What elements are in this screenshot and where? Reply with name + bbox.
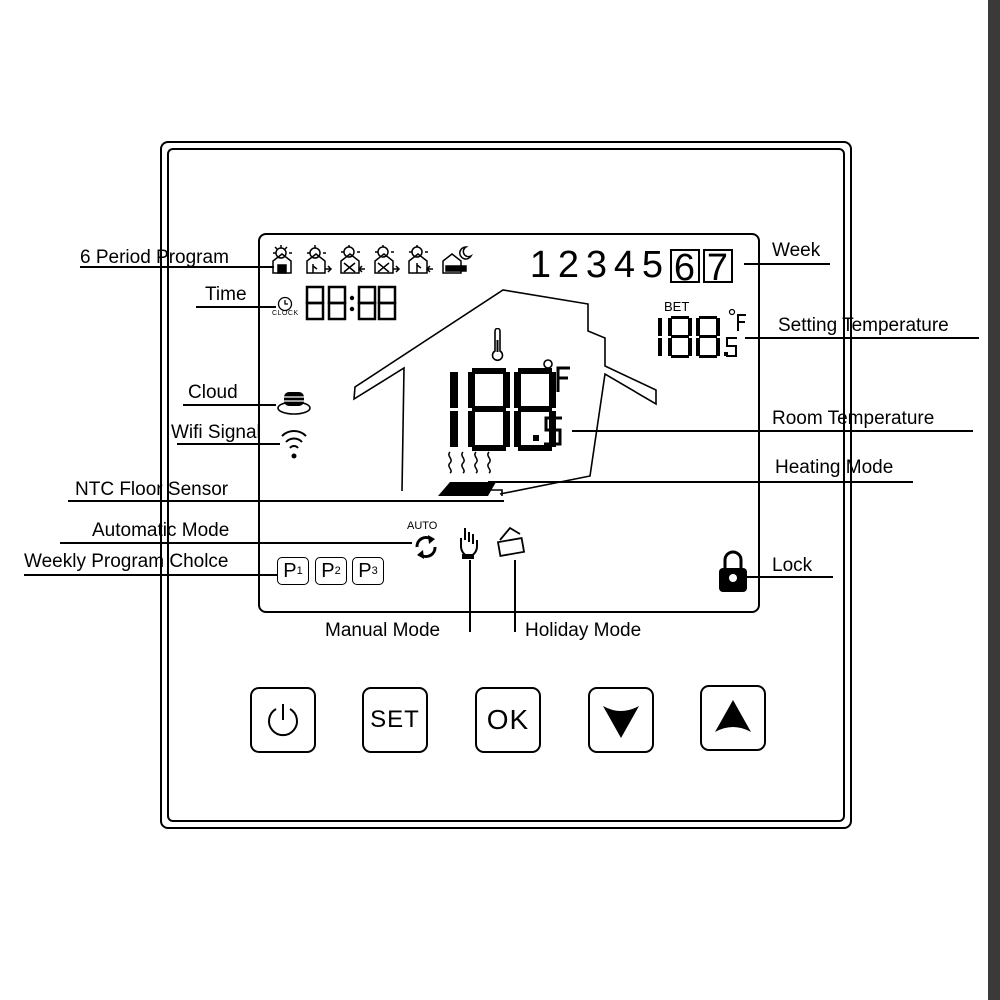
set-decimal-digit [726,337,737,357]
house-outline [353,289,657,495]
leader-line [514,560,516,632]
leader-line [177,443,280,445]
week-day: 5 [641,244,665,286]
ok-button-label: OK [486,704,530,735]
return-icon [408,245,433,274]
up-arrow-icon [715,700,751,732]
down-arrow-icon [603,706,639,738]
sleep-icon [442,246,474,274]
week-day-boxed: 6 [670,248,700,287]
room-decimal-digit [544,416,562,446]
auto-label: AUTO [407,520,438,532]
manual-mode-icon [460,528,478,559]
label-cloud: Cloud [188,382,238,403]
program-number: 1 [296,565,303,577]
label-setting-temperature: Setting Temperature [778,315,949,336]
label-weekly-program-choice: Weekly Program Cholce [24,551,229,572]
leader-line [60,542,412,544]
return-icon [340,245,365,274]
period-program-icons [272,245,474,274]
leader-line [488,481,913,483]
set-button[interactable]: SET [362,687,428,753]
room-digit-8 [468,368,510,451]
room-decimal-point [533,435,539,441]
clock-icon [277,296,293,312]
set-temp-label: BET [664,299,690,314]
automatic-mode-icon [415,535,437,559]
up-button[interactable] [700,685,766,751]
time-digit [327,285,347,321]
leader-line [68,500,504,502]
set-decimal-point [724,352,728,356]
label-ntc-floor-sensor: NTC Floor Sensor [75,479,229,500]
week-day: 4 [613,244,637,286]
program-letter: P [283,559,297,582]
room-unit-fahrenheit [543,359,570,392]
down-button[interactable] [588,687,654,753]
label-time: Time [205,284,247,305]
wake-icon [272,245,292,274]
room-digit-1 [450,372,458,447]
set-button-label: SET [370,706,420,733]
wifi-signal-icon [281,430,307,459]
ok-button[interactable]: OK [475,687,541,753]
week-day: 1 [529,244,553,286]
leader-line [572,430,973,432]
label-lock: Lock [772,555,813,576]
leave-icon [306,245,333,274]
power-icon [268,704,298,737]
setting-temperature-display [658,316,728,358]
week-day: 3 [585,244,609,286]
set-digit-1 [658,318,662,356]
thermostat-body [160,141,852,829]
label-holiday-mode: Holiday Mode [525,620,642,641]
label-room-temperature: Room Temperature [772,408,935,429]
label-manual-mode: Manual Mode [325,620,441,641]
leave-icon [374,245,401,274]
leader-line [80,266,274,268]
set-digit-8 [696,316,720,358]
program-letter: P [358,559,372,582]
week-day: 2 [557,244,581,286]
label-week: Week [772,240,821,261]
leader-line [745,337,979,339]
week-day-indicator: 1 2 3 4 5 6 7 [527,244,733,287]
label-automatic-mode: Automatic Mode [92,520,230,541]
lock-icon [719,550,747,592]
label-heating-mode: Heating Mode [775,457,894,478]
program-number: 2 [334,565,341,577]
week-day-boxed: 7 [703,248,733,287]
set-unit-fahrenheit [728,308,746,331]
set-digit-8 [668,316,692,358]
power-button[interactable] [250,687,316,753]
lcd-screen [258,233,760,613]
heating-mode-icon [438,451,503,496]
leader-line [744,263,830,265]
label-period-program: 6 Period Program [80,247,229,268]
program-number: 3 [371,565,378,577]
cloud-icon [277,392,311,415]
right-edge-bar [988,0,1000,1000]
leader-line [24,574,277,576]
leader-line [746,576,833,578]
holiday-mode-icon [496,526,526,558]
time-digit [357,285,377,321]
time-digit [377,285,397,321]
thermometer-icon [491,328,504,362]
leader-line [469,560,471,632]
leader-line [183,404,276,406]
program-letter: P [321,559,335,582]
time-display [305,285,397,321]
label-wifi-signal: Wifi Signal [171,422,261,443]
clock-label: CLOCK [272,310,299,317]
leader-line [196,306,276,308]
thermostat-face [167,148,845,822]
time-digit [305,285,325,321]
